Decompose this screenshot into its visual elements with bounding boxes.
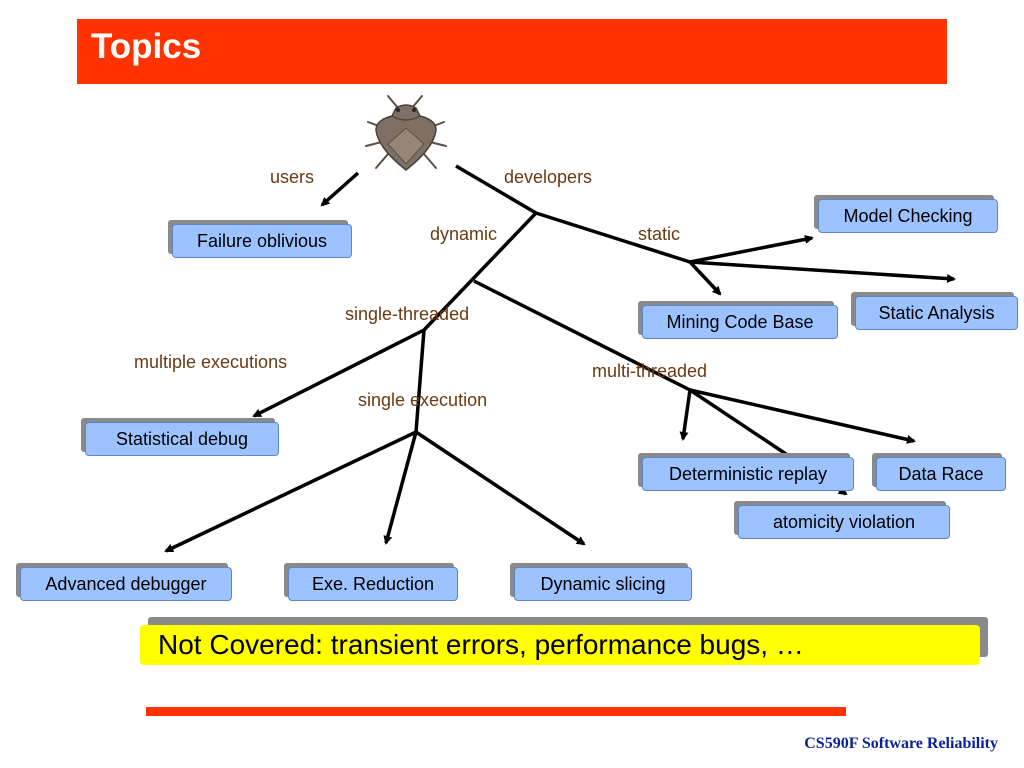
footer-course-title: CS590F Software Reliability [804,735,998,752]
footer-divider [146,707,846,716]
title-bar: Topics [77,19,947,84]
edge-multi-threaded [473,279,691,392]
edge-label-dynamic: dynamic [430,224,498,244]
node-deterministic-replay: Deterministic replay [638,453,854,491]
edge-advanced-debugger [164,430,417,553]
node-advanced-debugger: Advanced debugger [16,563,232,601]
edge-dynamic-slicing [415,430,586,546]
edge-label-single-execution: single execution [358,390,488,410]
edge-label-multiple-executions: multiple executions [134,352,288,372]
edge-single-execution [414,329,426,433]
edge-mining [688,260,722,296]
node-data-race: Data Race [872,453,1006,491]
node-statistical-debug: Statistical debug [81,418,279,456]
edge-multiple-executions [252,328,425,418]
node-model-checking: Model Checking [814,195,998,233]
edge-dynamic [422,211,538,332]
edge-exe-reduction [383,431,418,545]
edge-label-static: static [638,224,681,244]
page-title: Topics [91,27,202,66]
edge-label-users: users [270,167,315,187]
node-exe-reduction: Exe. Reduction [284,563,458,601]
edge-label-multi-threaded: multi-threaded [592,361,708,381]
edge-model-checking [689,234,814,264]
not-covered-text: Not Covered: transient errors, performan… [140,625,980,665]
edge-deterministic-replay [679,389,692,441]
edge-static [535,211,691,264]
node-dynamic-slicing: Dynamic slicing [510,563,692,601]
edge-static-analysis [689,260,956,284]
not-covered-note: Not Covered: transient errors, performan… [140,617,988,665]
edge-label-single-threaded: single-threaded [345,304,470,324]
edge-developers [455,164,537,215]
edge-data-race [689,388,916,444]
stink-bug-icon [365,95,447,171]
node-failure-oblivious: Failure oblivious [168,220,352,258]
node-static-analysis: Static Analysis [851,292,1018,330]
edge-users [320,171,360,207]
node-mining-code-base: Mining Code Base [638,301,838,339]
edge-label-developers: developers [504,167,593,187]
node-atomicity-violation: atomicity violation [734,501,950,539]
